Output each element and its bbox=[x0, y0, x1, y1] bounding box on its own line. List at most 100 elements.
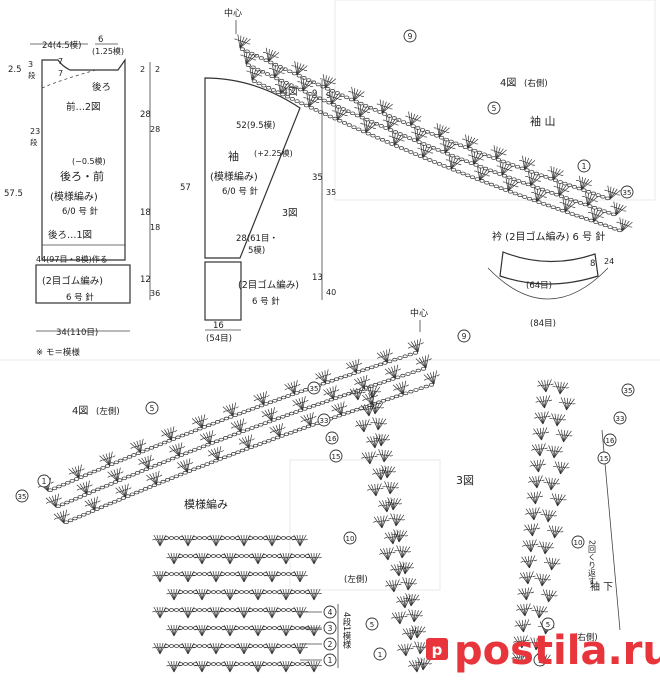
chain-stitch bbox=[82, 473, 88, 478]
shell-stitch bbox=[370, 417, 387, 431]
chain-stitch bbox=[417, 154, 423, 158]
shell-stitch bbox=[394, 545, 411, 559]
chain-stitch bbox=[308, 105, 314, 110]
shell-stitch bbox=[406, 609, 423, 623]
body-minus: (−0.5模) bbox=[72, 156, 106, 166]
chain-stitch bbox=[275, 416, 281, 421]
chain-stitch bbox=[200, 464, 206, 468]
chain-stitch bbox=[289, 411, 295, 416]
chain-stitch bbox=[191, 536, 198, 540]
chain-stitch bbox=[169, 476, 175, 480]
chain-stitch bbox=[377, 110, 383, 114]
body-neck-back: 7 bbox=[58, 57, 63, 66]
chain-stitch bbox=[219, 608, 226, 612]
sleeve-cap-right-side: (右側) bbox=[524, 78, 548, 89]
chain-stitch bbox=[272, 398, 278, 403]
fig3-left-mark-label: 16 bbox=[328, 435, 337, 443]
shell-stitch bbox=[523, 523, 541, 537]
chain-stitch bbox=[112, 480, 119, 484]
chain-stitch bbox=[87, 471, 93, 476]
chain-stitch bbox=[214, 439, 220, 443]
chain-stitch bbox=[168, 608, 175, 612]
chain-stitch bbox=[177, 554, 184, 558]
chain-stitch bbox=[226, 453, 232, 458]
chain-stitch bbox=[360, 368, 366, 373]
chain-stitch bbox=[360, 129, 367, 134]
chain-stitch bbox=[266, 662, 273, 666]
shell-stitch bbox=[331, 106, 349, 120]
shell-stitch bbox=[439, 139, 456, 154]
chain-stitch bbox=[233, 626, 240, 630]
watermark-brand: postila.ru bbox=[454, 628, 660, 674]
chain-stitch bbox=[306, 405, 312, 410]
chain-stitch bbox=[325, 87, 331, 91]
chain-stitch bbox=[271, 662, 278, 666]
body-neck-front: 7 bbox=[58, 69, 63, 78]
shell-stitch bbox=[53, 509, 70, 524]
body-title: 後ろ・前 bbox=[60, 169, 104, 183]
chain-stitch bbox=[252, 608, 259, 612]
fig3-right-mark: 16 bbox=[603, 433, 617, 447]
chain-stitch bbox=[81, 512, 87, 517]
chain-stitch bbox=[90, 509, 96, 513]
sleeve-right-35: 35 bbox=[312, 173, 323, 183]
chain-stitch bbox=[287, 69, 293, 74]
chain-stitch bbox=[315, 82, 321, 87]
chain-stitch bbox=[297, 427, 303, 432]
chain-stitch bbox=[243, 554, 250, 558]
chain-stitch bbox=[310, 80, 317, 85]
chain-stitch bbox=[389, 142, 395, 146]
chain-stitch bbox=[262, 421, 268, 425]
chain-stitch bbox=[458, 143, 464, 147]
left-mark-35a: 35 bbox=[310, 385, 319, 393]
chain-stitch bbox=[351, 125, 357, 129]
shell-stitch bbox=[384, 364, 401, 379]
chain-stitch bbox=[340, 107, 346, 111]
chain-stitch bbox=[135, 451, 141, 455]
shell-stitch bbox=[552, 381, 569, 395]
chain-stitch bbox=[298, 87, 304, 92]
chain-stitch bbox=[294, 554, 301, 558]
chain-stitch bbox=[162, 440, 168, 445]
chain-stitch bbox=[280, 572, 287, 576]
shell-stitch bbox=[238, 434, 255, 449]
chain-stitch bbox=[427, 158, 433, 162]
chain-stitch bbox=[187, 449, 193, 454]
shell-stitch bbox=[160, 426, 178, 441]
shell-stitch bbox=[250, 660, 266, 673]
chain-stitch bbox=[98, 505, 104, 510]
chain-stitch bbox=[201, 536, 208, 540]
shell-stitch bbox=[306, 552, 322, 565]
sleeve-cuff bbox=[204, 261, 242, 321]
chain-stitch bbox=[489, 182, 495, 187]
chain-stitch bbox=[182, 471, 188, 475]
chain-stitch bbox=[275, 644, 282, 648]
chain-stitch bbox=[56, 484, 62, 489]
shell-stitch bbox=[45, 493, 62, 508]
chain-stitch bbox=[617, 228, 623, 233]
chain-stitch bbox=[582, 202, 588, 207]
chain-stitch bbox=[526, 196, 533, 201]
shell-stitch bbox=[415, 657, 432, 671]
chain-stitch bbox=[270, 437, 276, 441]
chain-stitch bbox=[440, 150, 446, 154]
chain-stitch bbox=[339, 93, 345, 97]
body-right-18: 18 bbox=[140, 208, 151, 218]
body-hook: 6/0 号 針 bbox=[62, 206, 99, 217]
shell-stitch bbox=[400, 577, 417, 591]
chain-stitch bbox=[396, 118, 402, 122]
chain-stitch bbox=[247, 608, 254, 612]
shell-stitch bbox=[445, 155, 462, 170]
chain-stitch bbox=[235, 450, 241, 454]
chain-stitch bbox=[420, 367, 426, 371]
chain-stitch bbox=[205, 662, 212, 666]
chain-stitch bbox=[562, 181, 568, 186]
chain-stitch bbox=[289, 626, 296, 630]
chain-stitch bbox=[231, 452, 237, 456]
chain-stitch bbox=[299, 590, 306, 594]
shell-stitch bbox=[297, 77, 314, 91]
body-total-height: 57.5 bbox=[4, 189, 23, 199]
chain-stitch bbox=[261, 626, 268, 630]
